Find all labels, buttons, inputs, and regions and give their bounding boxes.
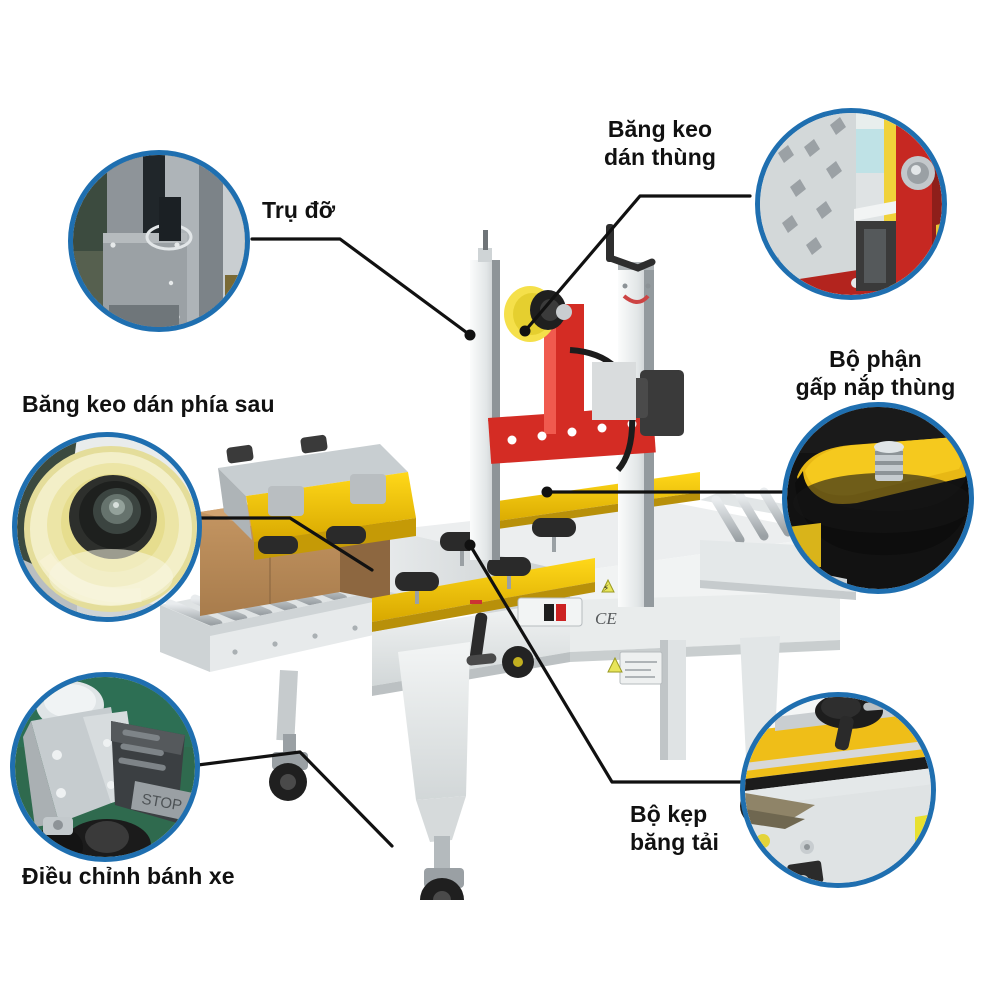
- tape-head-assembly: [488, 286, 684, 472]
- hand-crank: [606, 224, 656, 272]
- svg-text:⚡: ⚡: [920, 831, 931, 856]
- label-dieu-chinh-banh-xe: Điều chỉnh bánh xe: [22, 863, 235, 889]
- callout-bo-kep-bang-tai[interactable]: ⚡: [740, 692, 936, 888]
- caster-adjust-closeup: STOP: [15, 677, 195, 857]
- rear-tape-roll-closeup: [17, 437, 197, 617]
- caster-front-center: [420, 868, 464, 900]
- callout-bo-phan-gap-nap-thung[interactable]: [782, 402, 974, 594]
- callout-bang-keo-dan-thung[interactable]: [755, 108, 947, 300]
- svg-text:⚡: ⚡: [603, 583, 609, 593]
- callout-dieu-chinh-banh-xe[interactable]: STOP: [10, 672, 200, 862]
- conveyor-clamp-closeup: ⚡: [745, 697, 931, 883]
- label-bo-kep-bang-tai: Bộ kẹp băng tải: [630, 801, 719, 856]
- label-bang-keo-dan-thung: Băng keo dán thùng: [603, 116, 717, 171]
- svg-text:STOP: STOP: [140, 791, 183, 815]
- label-tru-do: Trụ đỡ: [262, 197, 336, 223]
- caster-front-left: [269, 752, 308, 801]
- flap-folder-closeup: [787, 407, 969, 589]
- drive-motor: [592, 362, 684, 436]
- svg-text:CE: CE: [595, 609, 617, 628]
- label-bang-keo-dan-phia-sau: Băng keo dán phía sau: [22, 391, 275, 417]
- top-tape-head-closeup: [760, 113, 942, 295]
- label-bo-phan-gap-nap-thung: Bộ phận gấp nắp thùng: [795, 346, 956, 401]
- support-column-closeup: [73, 155, 245, 327]
- callout-tru-do[interactable]: [68, 150, 250, 332]
- callout-bang-keo-dan-phia-sau[interactable]: [12, 432, 202, 622]
